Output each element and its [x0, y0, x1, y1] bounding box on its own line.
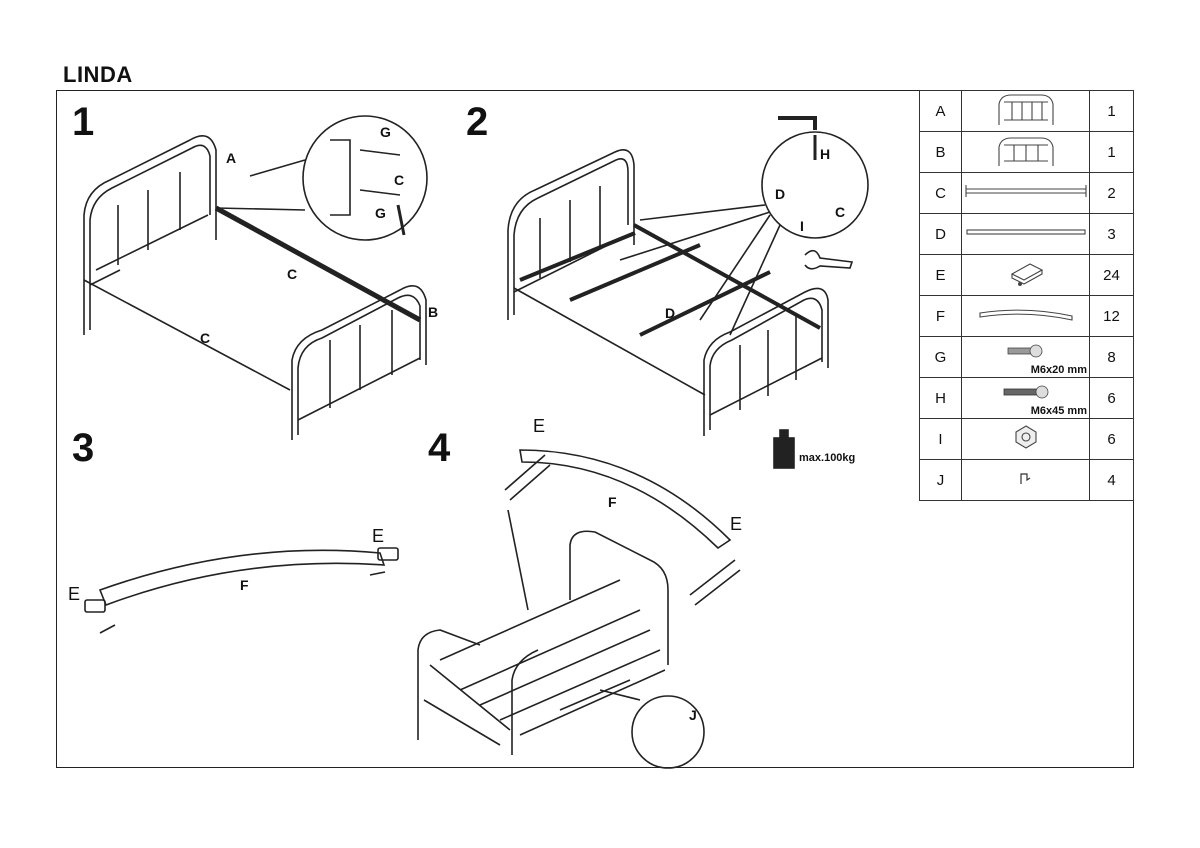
- bolt-short-icon: M6x20 mm: [961, 336, 1090, 378]
- part-qty: 4: [1089, 459, 1134, 501]
- slat-holder-icon: [961, 254, 1090, 296]
- part-qty: 3: [1089, 213, 1134, 255]
- label-part-j: J: [689, 707, 697, 723]
- step2-bed-illustration: [507, 116, 869, 469]
- step-number-2: 2: [466, 100, 489, 144]
- step3-slat-illustration: [84, 547, 399, 634]
- max-load-label: max.100kg: [799, 452, 856, 464]
- label-part-f-step4: F: [608, 494, 617, 510]
- bolt-long-icon: M6x45 mm: [961, 377, 1090, 419]
- part-qty: 8: [1089, 336, 1134, 378]
- slat-icon: [961, 295, 1090, 337]
- part-letter: D: [919, 213, 962, 255]
- step-number-4: 4: [428, 426, 451, 470]
- part-qty: 2: [1089, 172, 1134, 214]
- parts-row: I 6: [919, 418, 1134, 460]
- part-letter: H: [919, 377, 962, 419]
- footboard-icon: [961, 131, 1090, 173]
- step4-bed-illustration: [417, 449, 741, 769]
- nut-icon: [961, 418, 1090, 460]
- part-qty: 6: [1089, 418, 1134, 460]
- parts-row: H M6x45 mm 6: [919, 377, 1134, 419]
- parts-row: E 24: [919, 254, 1134, 296]
- label-part-h: H: [820, 146, 831, 162]
- support-bar-icon: [961, 213, 1090, 255]
- bolt-spec-label: M6x45 mm: [1030, 405, 1087, 417]
- headboard-icon: [961, 90, 1090, 132]
- instruction-frame: [56, 90, 1134, 768]
- parts-row: F 12: [919, 295, 1134, 337]
- part-letter: J: [919, 459, 962, 501]
- label-part-d-1: D: [775, 186, 786, 202]
- part-qty: 24: [1089, 254, 1134, 296]
- parts-table: A 1 B 1 C 2 D 3 E 24 F 1: [919, 90, 1134, 501]
- step-number-3: 3: [72, 426, 95, 470]
- part-qty: 12: [1089, 295, 1134, 337]
- label-part-b: B: [428, 304, 439, 320]
- parts-row: C 2: [919, 172, 1134, 214]
- part-letter: G: [919, 336, 962, 378]
- step1-bed-illustration: [83, 115, 428, 440]
- part-letter: F: [919, 295, 962, 337]
- document-title: LINDA: [63, 62, 133, 87]
- side-rail-icon: [961, 172, 1090, 214]
- part-qty: 6: [1089, 377, 1134, 419]
- label-part-c-1: C: [287, 266, 298, 282]
- parts-row: B 1: [919, 131, 1134, 173]
- label-part-c-3: C: [394, 172, 405, 188]
- parts-row: J 4: [919, 459, 1134, 501]
- label-part-a: A: [226, 150, 237, 166]
- bolt-spec-label: M6x20 mm: [1030, 364, 1087, 376]
- label-part-g-1: G: [380, 124, 391, 140]
- part-letter: C: [919, 172, 962, 214]
- label-part-f-step3: F: [240, 577, 249, 593]
- parts-row: D 3: [919, 213, 1134, 255]
- label-part-d-2: D: [665, 305, 676, 321]
- part-qty: 1: [1089, 131, 1134, 173]
- label-part-c-2: C: [200, 330, 211, 346]
- clip-icon: [961, 459, 1090, 501]
- parts-row: A 1: [919, 90, 1134, 132]
- part-letter: E: [919, 254, 962, 296]
- label-part-e-top: E: [533, 416, 546, 436]
- part-qty: 1: [1089, 90, 1134, 132]
- step-number-1: 1: [72, 100, 95, 144]
- label-part-i: I: [800, 218, 804, 234]
- part-letter: A: [919, 90, 962, 132]
- parts-row: G M6x20 mm 8: [919, 336, 1134, 378]
- label-part-e-left: E: [68, 584, 81, 604]
- label-part-e-side: E: [730, 514, 743, 534]
- label-part-c-step2: C: [835, 204, 846, 220]
- label-part-g-2: G: [375, 205, 386, 221]
- part-letter: B: [919, 131, 962, 173]
- label-part-e-right: E: [372, 526, 385, 546]
- part-letter: I: [919, 418, 962, 460]
